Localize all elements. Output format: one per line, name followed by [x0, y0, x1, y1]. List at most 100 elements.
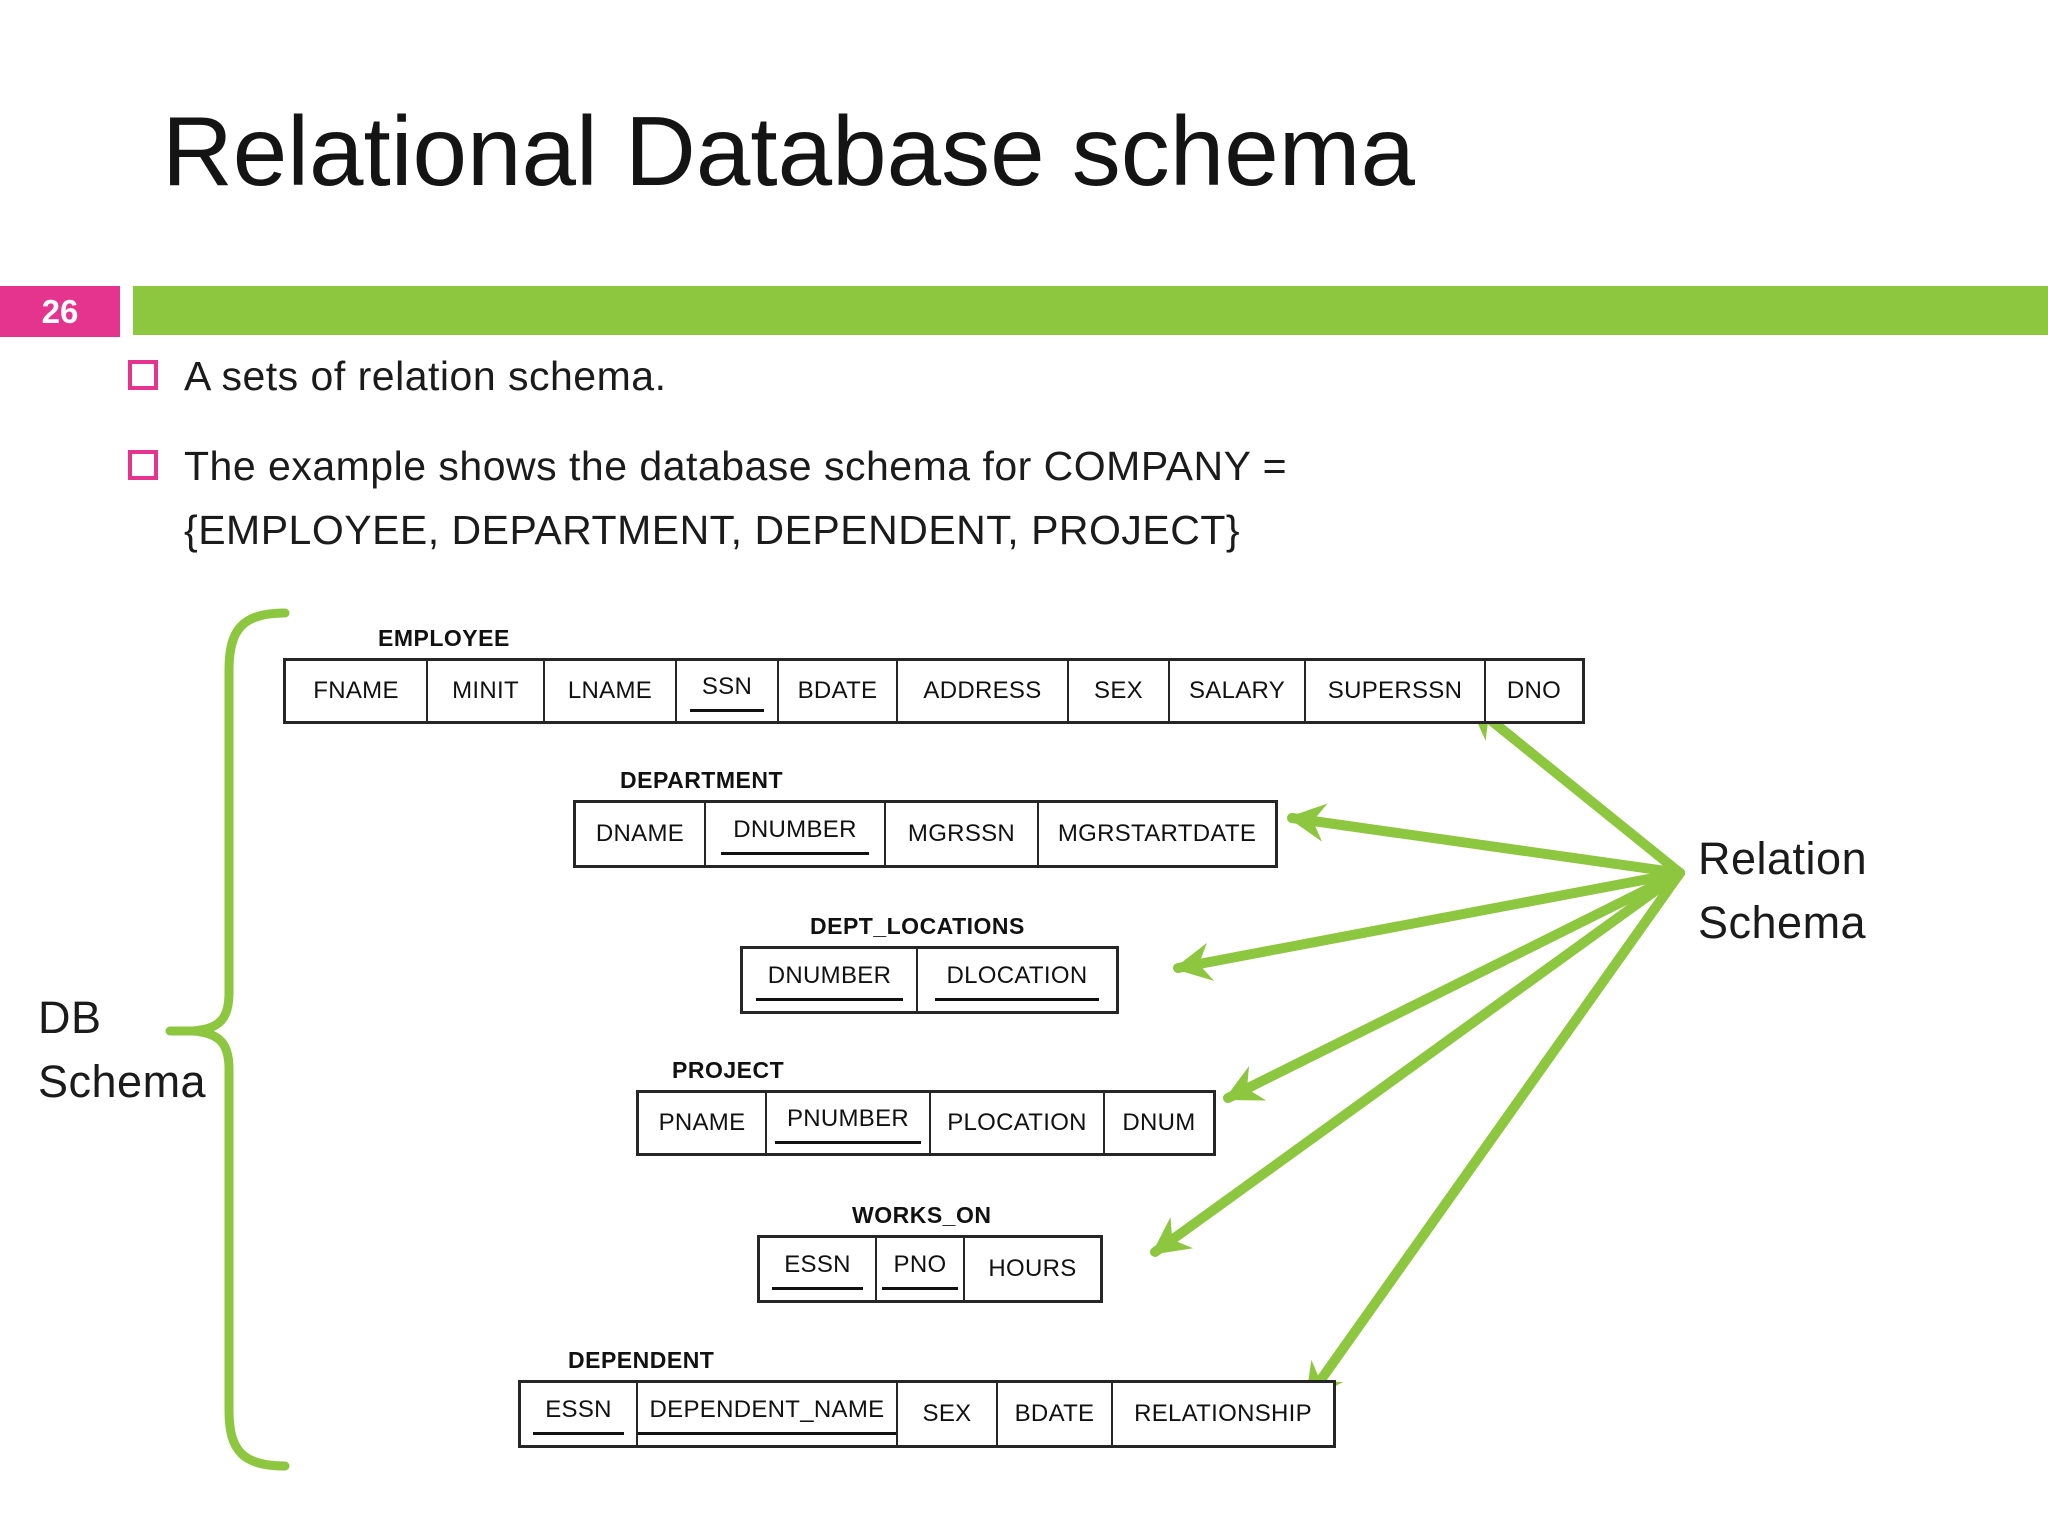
attribute-cell: DNAME — [576, 803, 704, 865]
attribute-cell: DEPENDENT_NAME — [636, 1383, 897, 1445]
bullet-marker — [128, 360, 158, 390]
relation-table-works_on: WORKS_ON ESSN PNO HOURS — [757, 1202, 1103, 1303]
attribute-cell: LNAME — [543, 661, 675, 721]
attribute-name: DNUM — [1122, 1109, 1196, 1136]
attribute-name-key: DLOCATION — [934, 960, 1100, 1001]
attribute-name: HOURS — [988, 1255, 1077, 1282]
attribute-name-key: SSN — [689, 671, 765, 712]
relation-table-project: PROJECT PNAME PNUMBER PLOCATION DNUM — [636, 1057, 1216, 1156]
attribute-cell: ESSN — [760, 1238, 875, 1300]
attribute-cell: FNAME — [286, 661, 426, 721]
attribute-name-key: PNO — [881, 1249, 959, 1290]
relation-table-dependent: DEPENDENT ESSN DEPENDENT_NAME SEX BDATE RELAT… — [518, 1347, 1336, 1448]
table-row: DNAME DNUMBER MGRSSN MGRSTARTDATE — [573, 800, 1278, 868]
attribute-cell: MGRSSN — [884, 803, 1037, 865]
attribute-cell: PNAME — [639, 1093, 765, 1153]
bullet-text: A sets of relation schema. — [184, 344, 666, 408]
attribute-name: MGRSSN — [907, 820, 1016, 847]
attribute-name: LNAME — [567, 677, 653, 704]
attribute-cell: MGRSTARTDATE — [1037, 803, 1275, 865]
db-schema-label-line2: Schema — [38, 1056, 207, 1107]
attribute-name-key: DNUMBER — [755, 960, 904, 1001]
attribute-name: BDATE — [797, 677, 878, 704]
table-name-label: EMPLOYEE — [378, 625, 510, 651]
attribute-name: BDATE — [1014, 1400, 1095, 1427]
attribute-cell: BDATE — [777, 661, 896, 721]
attribute-name-key: ESSN — [533, 1394, 624, 1435]
attribute-cell: DNUMBER — [704, 803, 884, 865]
table-row: DNUMBER DLOCATION — [740, 946, 1119, 1014]
page-number-badge: 26 — [0, 286, 120, 337]
table-name-label: PROJECT — [672, 1057, 785, 1083]
attribute-cell: HOURS — [963, 1238, 1100, 1300]
attribute-cell: SEX — [1067, 661, 1168, 721]
relation-table-dept_locations: DEPT_LOCATIONS DNUMBER DLOCATION — [740, 913, 1119, 1014]
table-name-label: DEPARTMENT — [620, 767, 784, 793]
db-schema-label: DB Schema — [38, 986, 206, 1114]
bullet-item: The example shows the database schema fo… — [128, 434, 1628, 562]
attribute-name: DNAME — [595, 820, 685, 847]
attribute-cell: SUPERSSN — [1304, 661, 1484, 721]
attribute-name-key: DNUMBER — [721, 814, 869, 855]
relation-arrow-project — [1223, 868, 1685, 1103]
attribute-name: MGRSTARTDATE — [1057, 820, 1257, 847]
attribute-cell: RELATIONSHIP — [1111, 1383, 1333, 1445]
db-schema-brace — [192, 608, 290, 1471]
table-name-label: DEPT_LOCATIONS — [810, 913, 1025, 939]
attribute-name: PLOCATION — [947, 1109, 1087, 1136]
relation-table-department: DEPARTMENT DNAME DNUMBER MGRSSN MGRSTARTDATE — [573, 767, 1278, 868]
table-row: ESSN DEPENDENT_NAME SEX BDATE RELATIONSHIP — [518, 1380, 1336, 1448]
bullet-list: A sets of relation schema. The example sh… — [128, 344, 1628, 588]
attribute-name: SEX — [922, 1400, 972, 1427]
bullet-item: A sets of relation schema. — [128, 344, 1628, 408]
attribute-cell: PNO — [875, 1238, 963, 1300]
relation-schema-label-line2: Schema — [1698, 897, 1867, 948]
bullet-marker — [128, 450, 158, 480]
attribute-cell: SEX — [896, 1383, 996, 1445]
attribute-name-key: ESSN — [772, 1249, 863, 1290]
bullet-text-line: The example shows the database schema fo… — [184, 443, 1288, 489]
attribute-name: MINIT — [452, 677, 519, 704]
attribute-name: SUPERSSN — [1327, 677, 1463, 704]
accent-bar — [133, 286, 2048, 335]
table-name-label: DEPENDENT — [568, 1347, 715, 1373]
attribute-cell: DLOCATION — [916, 949, 1116, 1011]
attribute-name: ADDRESS — [923, 677, 1042, 704]
attribute-cell: DNO — [1484, 661, 1582, 721]
attribute-name: PNAME — [658, 1109, 746, 1136]
attribute-cell: PLOCATION — [929, 1093, 1103, 1153]
attribute-cell: PNUMBER — [765, 1093, 929, 1153]
bullet-text-line: A sets of relation schema. — [184, 353, 667, 399]
attribute-cell: DNUM — [1103, 1093, 1213, 1153]
attribute-name-key: PNUMBER — [774, 1103, 922, 1144]
db-schema-label-line1: DB — [38, 992, 102, 1043]
relation-arrow-works-on — [1150, 868, 1685, 1257]
table-row: PNAME PNUMBER PLOCATION DNUM — [636, 1090, 1216, 1156]
attribute-cell: SSN — [675, 661, 777, 721]
relation-schema-label: Relation Schema — [1698, 827, 1867, 955]
attribute-cell: DNUMBER — [743, 949, 916, 1011]
relation-schema-label-line1: Relation — [1698, 833, 1868, 884]
attribute-cell: MINIT — [426, 661, 543, 721]
attribute-name-key: DEPENDENT_NAME — [637, 1394, 897, 1435]
relation-arrow-dept-locations — [1173, 868, 1685, 981]
relation-table-employee: EMPLOYEE FNAME MINIT LNAME SSN BDATE ADDRESS SE… — [283, 625, 1585, 724]
attribute-cell: ESSN — [521, 1383, 636, 1445]
relation-arrow-dependent — [1303, 868, 1685, 1403]
bullet-text-line: {EMPLOYEE, DEPARTMENT, DEPENDENT, PROJEC… — [184, 507, 1241, 553]
relation-arrow-employee — [1467, 700, 1685, 878]
attribute-name: DNO — [1506, 677, 1562, 704]
relation-arrow-department — [1287, 803, 1685, 878]
attribute-cell: BDATE — [996, 1383, 1111, 1445]
slide-title: Relational Database schema — [162, 96, 1415, 206]
table-name-label: WORKS_ON — [852, 1202, 992, 1228]
attribute-name: SEX — [1094, 677, 1143, 704]
attribute-cell: ADDRESS — [896, 661, 1067, 721]
table-row: ESSN PNO HOURS — [757, 1235, 1103, 1303]
attribute-name: RELATIONSHIP — [1134, 1400, 1312, 1427]
attribute-name: FNAME — [313, 677, 399, 704]
bullet-text: The example shows the database schema fo… — [184, 434, 1287, 562]
